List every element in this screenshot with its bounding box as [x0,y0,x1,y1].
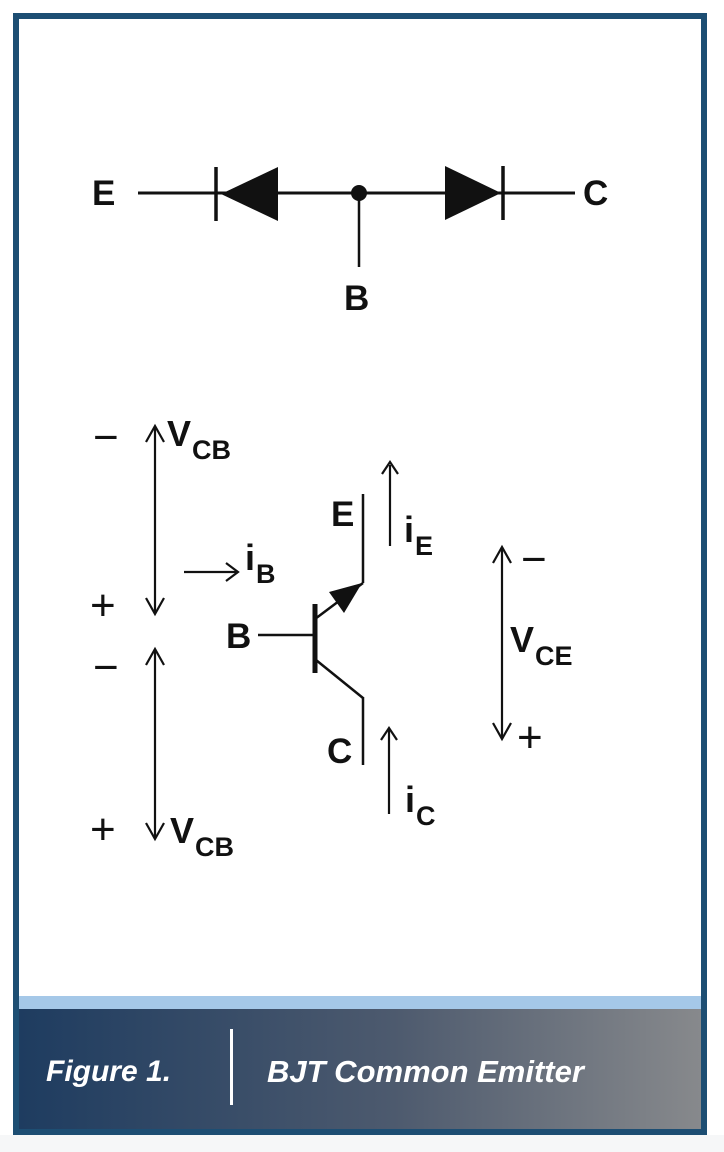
ib-label: iB [245,537,276,588]
ib-symbol: i [245,537,256,578]
left-diode-icon [221,167,278,221]
ic-symbol: i [405,779,416,820]
caption-divider [230,1029,233,1105]
ic-arrow [380,726,398,814]
transistor-emitter-label: E [331,495,355,534]
ib-subscript: B [256,559,276,589]
vcb-bottom-minus-sign: − [93,643,119,692]
vcb-bottom-label: VCB [170,810,234,861]
ib-arrow [184,562,240,582]
ic-subscript: C [416,801,436,831]
vcb-bottom-arrow [145,646,165,842]
page-background-strip [0,1135,724,1152]
model-emitter-label: E [92,174,116,213]
caption-bar [19,1009,701,1129]
ie-label: iE [404,509,433,560]
diode-model-graphic [138,166,575,267]
right-diode-icon [445,166,501,220]
ie-symbol: i [404,509,415,550]
caption-accent-stripe [19,996,701,1009]
vcb-top-label: VCB [167,413,231,464]
transistor-symbol [258,494,365,765]
ie-arrow [381,460,399,546]
caption-figure-label: Figure 1. [46,1055,172,1088]
vcb-bottom-symbol: V [170,810,195,851]
vcb-top-symbol: V [167,413,192,454]
vce-plus-sign: + [517,713,543,762]
vce-arrow [492,544,512,742]
vce-subscript: CE [535,641,573,671]
vcb-top-minus-sign: − [93,413,119,462]
vcb-bottom-plus-sign: + [90,805,116,854]
vce-minus-sign: − [521,535,547,584]
caption-title: BJT Common Emitter [267,1054,584,1089]
vcb-bottom-subscript: CB [195,832,235,862]
vcb-top-plus-sign: + [90,581,116,630]
vce-label: VCE [510,619,573,670]
transistor-base-label: B [226,617,252,656]
transistor-collector-label: C [327,732,353,771]
vcb-top-arrow [145,423,165,617]
ic-label: iC [405,779,436,830]
vce-symbol: V [510,619,535,660]
model-collector-label: C [583,174,609,213]
ie-subscript: E [415,531,434,561]
model-base-label: B [344,279,370,318]
vcb-top-subscript: CB [192,435,232,465]
emitter-arrowhead [329,583,362,613]
